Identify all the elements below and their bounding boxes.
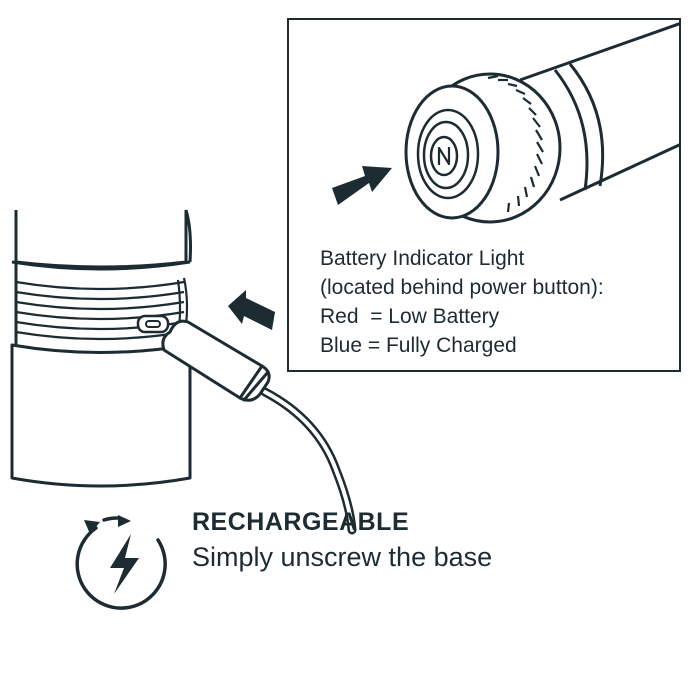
knurled-grip	[487, 74, 544, 213]
arrow-to-port	[228, 290, 275, 330]
inset-line-blue: Blue = Fully Charged	[320, 334, 517, 357]
rechargeable-heading: RECHARGEABLE	[192, 508, 410, 536]
inset-line-title: Battery Indicator Light	[320, 247, 525, 270]
charge-cycle-icon	[75, 515, 167, 610]
inset-illustration	[404, 22, 679, 224]
battery-indicator-caption: Battery Indicator Light (located behind …	[320, 244, 604, 360]
arrow-to-button	[332, 166, 392, 205]
inset-line-red: Red = Low Battery	[320, 305, 500, 328]
usb-cable	[161, 319, 357, 535]
inset-line-location: (located behind power button):	[320, 276, 604, 299]
device-body	[10, 209, 192, 488]
unscrew-instruction: Simply unscrew the base	[192, 542, 493, 572]
lightning-bolt-icon	[110, 534, 139, 594]
battery-indicator-inset	[287, 18, 681, 372]
screw-threads	[15, 277, 189, 341]
